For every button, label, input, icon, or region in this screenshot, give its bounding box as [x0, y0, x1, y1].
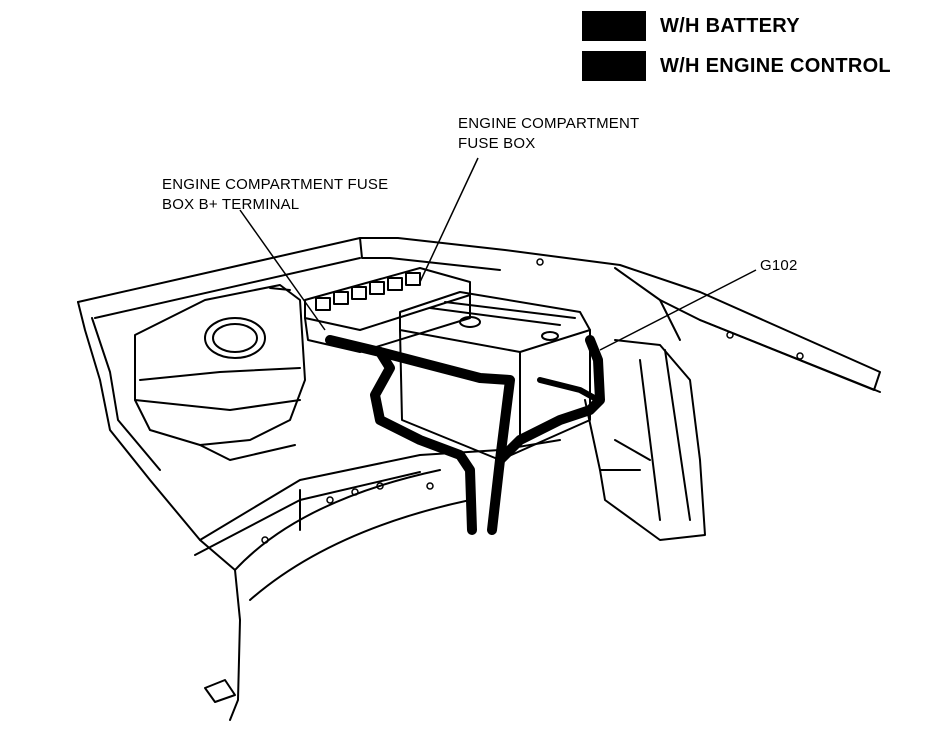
callout-ground-label: G102	[760, 257, 798, 274]
callout-fuse-box-line1: ENGINE COMPARTMENT	[458, 115, 640, 132]
leader-lines	[239, 157, 757, 351]
callout-b-terminal: ENGINE COMPARTMENT FUSE BOX B+ TERMINAL	[162, 175, 388, 215]
fender-apron	[194, 439, 561, 721]
right-inner-panel	[584, 339, 706, 541]
callout-ground-g102: G102	[760, 256, 798, 276]
legend-label-engine-control: W/H ENGINE CONTROL	[660, 54, 891, 77]
callout-fuse-box-line2: FUSE BOX	[458, 135, 536, 152]
legend-swatch-engine-control	[582, 51, 646, 81]
body-outline	[77, 237, 881, 571]
ground-cable	[495, 335, 605, 465]
legend-swatch-battery	[582, 11, 646, 41]
callout-b-terminal-line1: ENGINE COMPARTMENT FUSE	[162, 176, 389, 193]
strut-tower-housing	[134, 284, 306, 461]
legend-item-engine-control: W/H ENGINE CONTROL	[582, 48, 891, 84]
engine-control-harness	[375, 347, 515, 535]
legend-label-battery: W/H BATTERY	[660, 14, 800, 37]
fasteners	[261, 258, 804, 544]
legend-item-battery: W/H BATTERY	[582, 8, 891, 44]
legend: W/H BATTERY W/H ENGINE CONTROL	[582, 8, 891, 88]
callout-b-terminal-line2: BOX B+ TERMINAL	[162, 196, 300, 213]
callout-fuse-box: ENGINE COMPARTMENT FUSE BOX	[458, 114, 639, 154]
wire-harness-group	[325, 335, 605, 535]
